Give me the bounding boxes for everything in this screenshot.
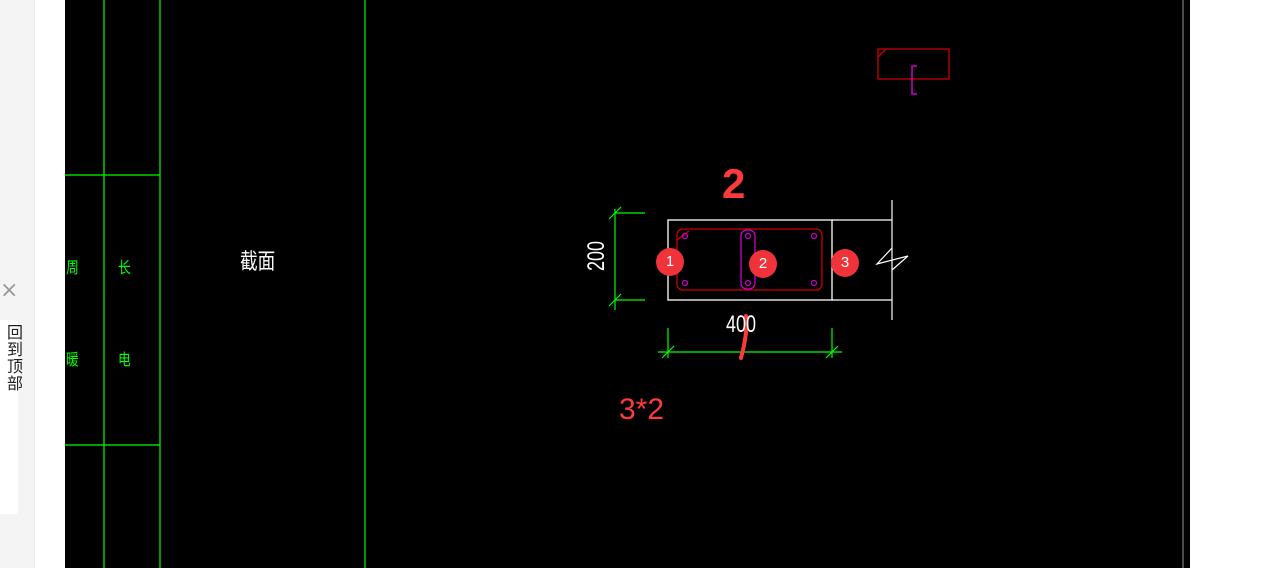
right-panel bbox=[1190, 0, 1277, 568]
annotation-formula: 3*2 bbox=[619, 393, 665, 426]
stirrup-detail-box bbox=[877, 48, 950, 80]
table-cell-text: 电 bbox=[118, 350, 131, 369]
beam-section bbox=[667, 200, 909, 320]
rebar-point bbox=[744, 232, 752, 240]
dim-width-text: 400 bbox=[726, 311, 757, 338]
rebar-point bbox=[810, 279, 818, 287]
dim-tick bbox=[608, 293, 622, 307]
rebar-point bbox=[810, 232, 818, 240]
rebar-point bbox=[744, 279, 752, 287]
dim-height-text: 200 bbox=[583, 240, 611, 272]
rebar-points bbox=[681, 232, 818, 287]
cad-canvas[interactable]: 周 暖 长 电 截面 200 400 1 2 3 2 3*2 bbox=[65, 0, 1190, 568]
dim-tick bbox=[661, 345, 675, 359]
stirrup-detail bbox=[877, 48, 950, 95]
dimensions bbox=[608, 206, 842, 359]
dim-tick bbox=[825, 345, 839, 359]
side-card-label: 回到顶部 bbox=[4, 324, 23, 392]
tie-detail bbox=[911, 65, 917, 95]
annotation-top: 2 bbox=[722, 160, 746, 207]
marker-badge: 1 bbox=[656, 248, 684, 276]
break-symbol bbox=[875, 247, 909, 271]
table-cell-text: 暖 bbox=[66, 350, 79, 369]
close-icon[interactable]: × bbox=[0, 278, 19, 303]
dim-tick bbox=[608, 206, 622, 220]
rebar-point bbox=[681, 232, 689, 240]
table-cell-text: 长 bbox=[118, 258, 131, 277]
marker-badge: 3 bbox=[831, 249, 859, 277]
annotation-stroke-one bbox=[739, 314, 749, 360]
rebar-point bbox=[681, 279, 689, 287]
drawing-svg bbox=[65, 0, 1184, 568]
table-grid bbox=[65, 0, 366, 568]
section-label: 截面 bbox=[240, 250, 276, 275]
table-cell-text: 周 bbox=[66, 258, 79, 277]
stirrup-detail-hook bbox=[877, 48, 887, 58]
hand-annotations bbox=[739, 314, 749, 360]
side-card[interactable]: 回到顶部 bbox=[0, 320, 23, 514]
marker-badge: 2 bbox=[749, 250, 777, 278]
